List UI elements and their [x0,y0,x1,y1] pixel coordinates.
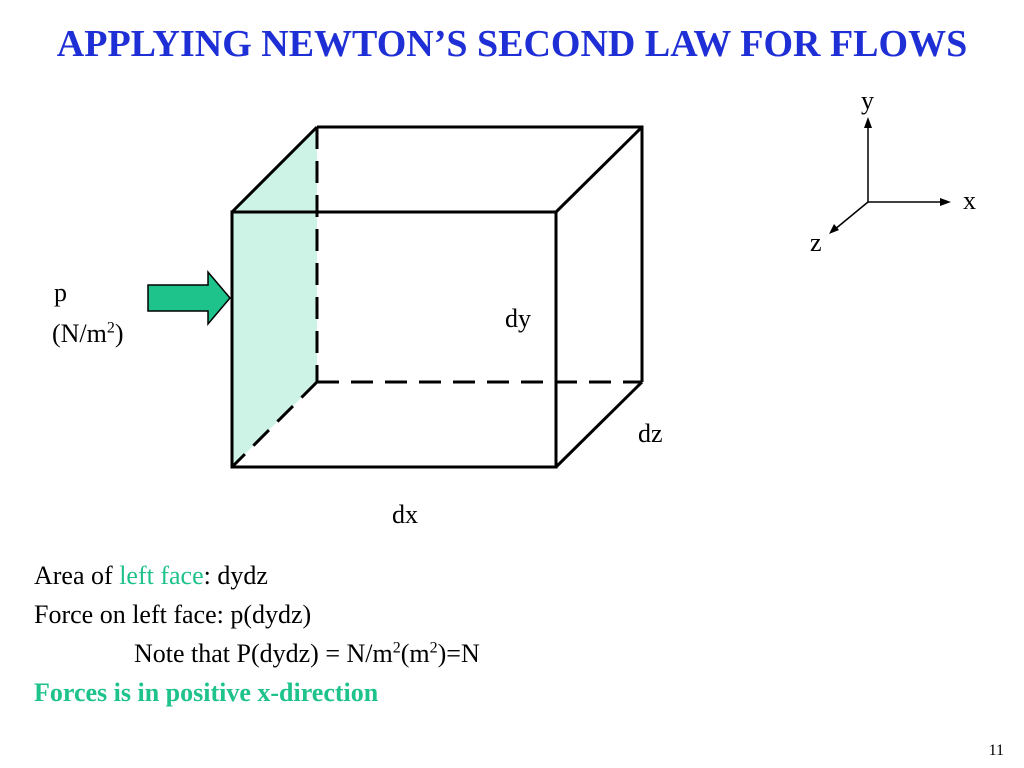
pressure-arrow-icon [147,269,231,327]
depth-edges [230,125,644,469]
y-axis-arrow-icon [864,117,872,128]
axis-x-label: x [963,186,976,215]
axis-z-label: z [810,228,822,257]
left-face-highlight: left face [119,561,204,590]
front-face [230,210,558,469]
force-line: Force on left face: p(dydz) [34,600,312,629]
dimension-dz-label: dz [638,419,663,448]
coordinate-axes [833,124,944,231]
pressure-label: p [54,278,67,307]
axis-y-label: y [861,86,874,115]
units-note-line: Note that P(dydz) = N/m2(m2)=N [134,639,480,668]
hidden-edges [230,127,642,469]
direction-conclusion: Forces is in positive x-direction [34,678,379,707]
back-face-edges [317,125,644,382]
page-number: 11 [988,742,1004,759]
slide-title: APPLYING NEWTON’S SECOND LAW FOR FLOWS [56,23,968,65]
pressure-unit-label: (N/m2) [52,319,124,348]
dimension-dy-label: dy [505,304,531,333]
x-axis-arrow-icon [940,198,951,206]
left-face [232,127,317,467]
z-axis-arrow-icon [829,224,839,234]
area-line: Area of left face: dydz [34,561,268,590]
dimension-dx-label: dx [392,500,418,529]
explanation-text: Area of left face: dydz Force on left fa… [34,556,480,712]
